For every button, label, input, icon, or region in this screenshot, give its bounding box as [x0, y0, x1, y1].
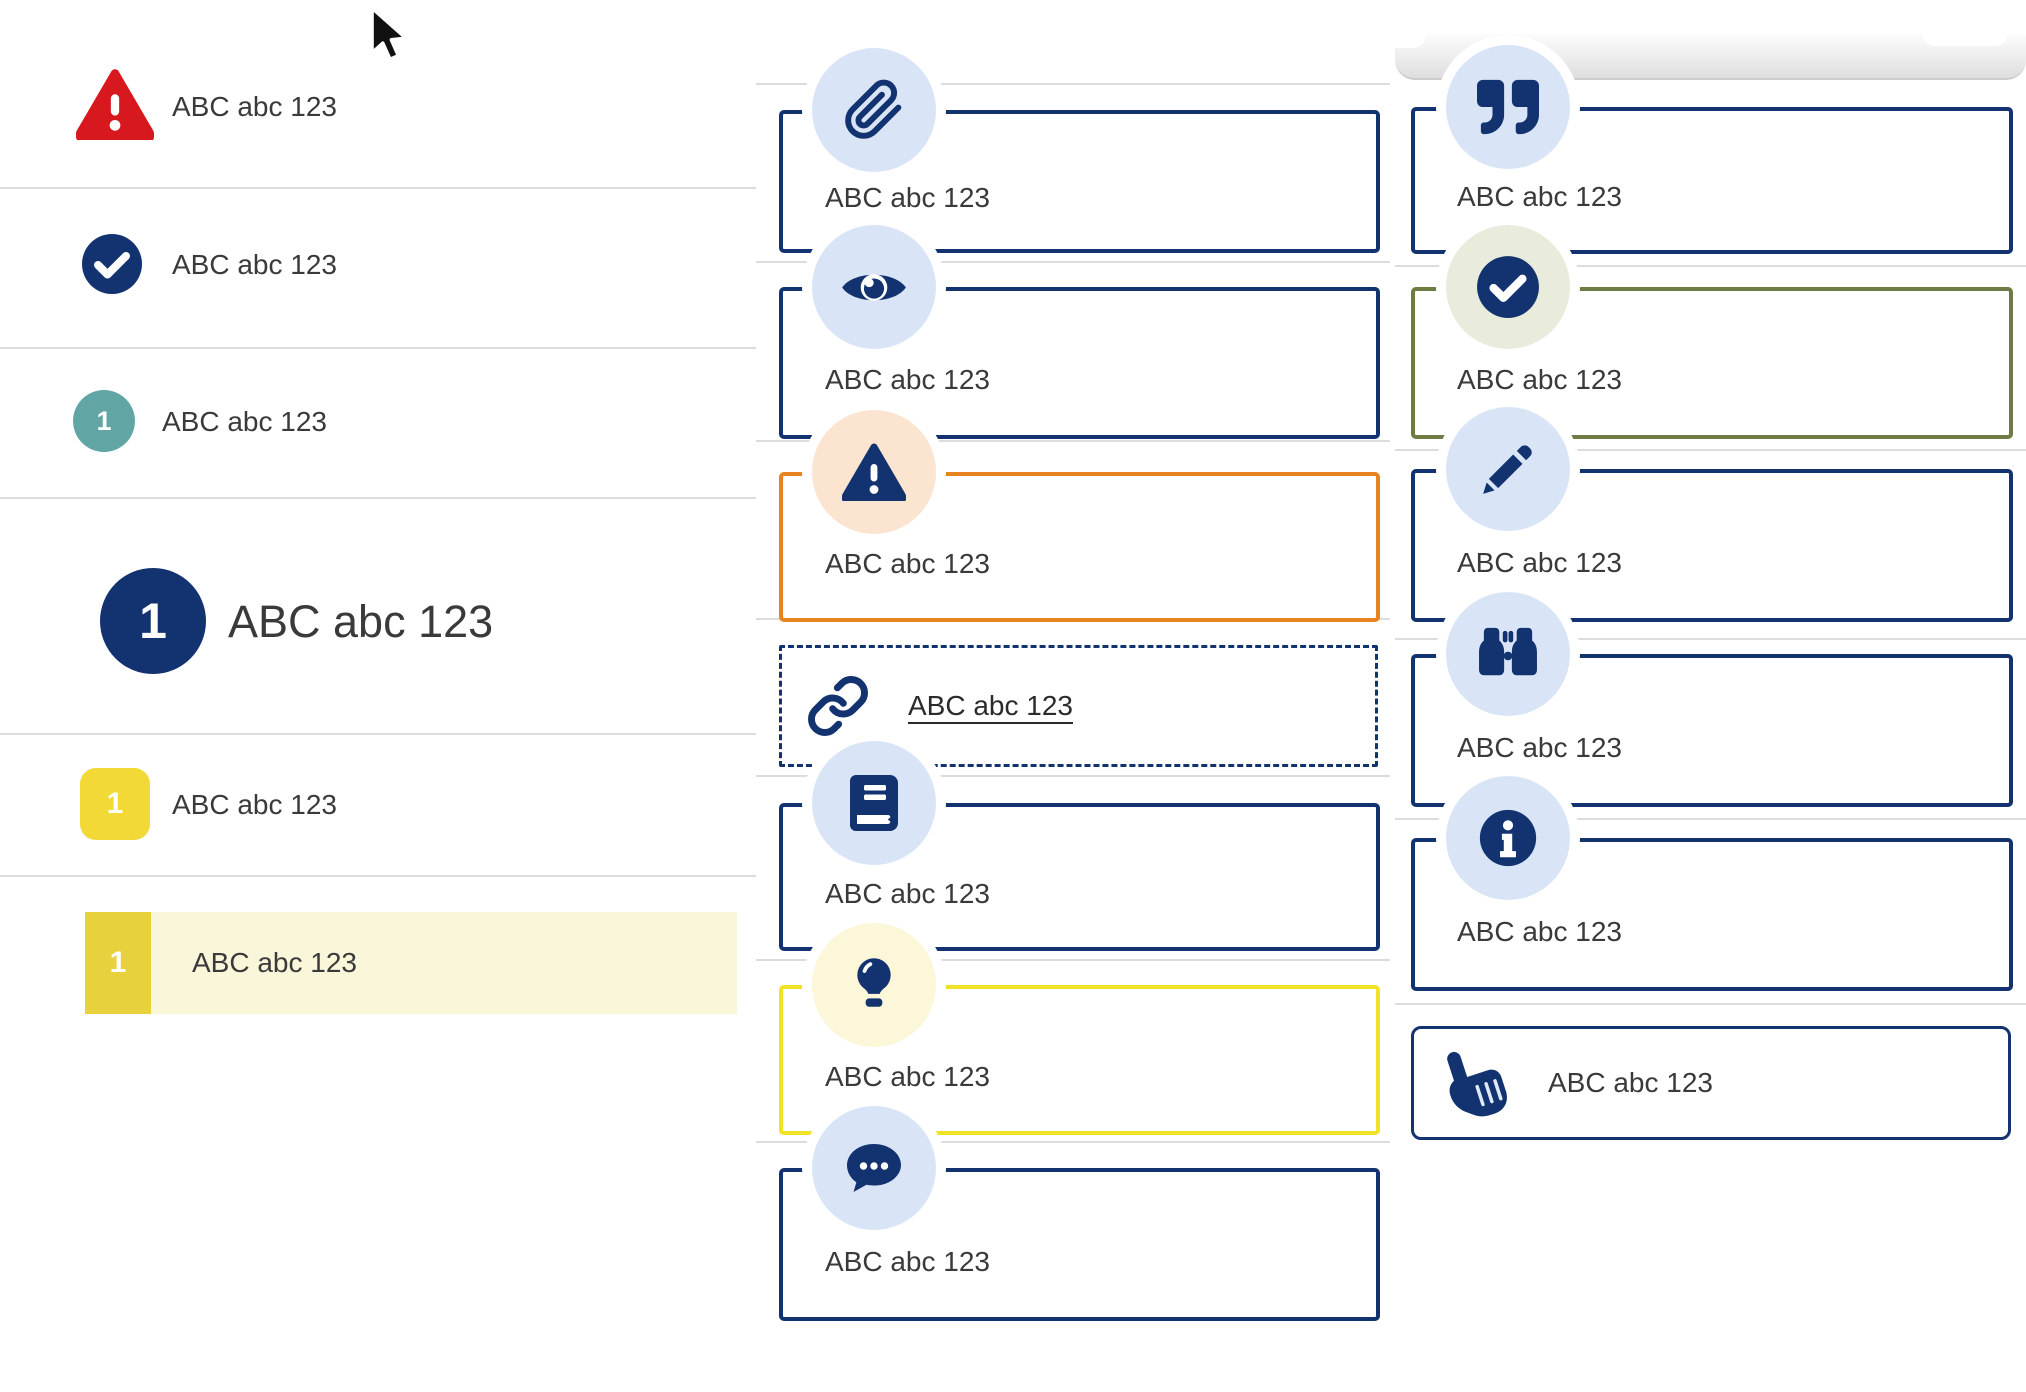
quote-icon [1446, 45, 1570, 169]
hand-pointer-icon [1446, 1044, 1512, 1122]
info-icon [1446, 776, 1570, 900]
list-item-label: ABC abc 123 [172, 91, 337, 122]
callout-label: ABC abc 123 [825, 1061, 990, 1093]
callout-label: ABC abc 123 [825, 181, 990, 213]
check-circle-icon [80, 232, 144, 296]
callout-label: ABC abc 123 [825, 877, 990, 909]
callout-label: ABC abc 123 [1457, 546, 1622, 578]
column-separator [756, 775, 1390, 777]
warning-icon [812, 410, 936, 534]
chat-icon [812, 1106, 936, 1230]
binoculars-icon [1446, 592, 1570, 716]
callout-link-text[interactable]: ABC abc 123 [908, 690, 1073, 721]
link-icon [806, 674, 870, 738]
left-separator [0, 347, 756, 349]
left-separator [0, 875, 756, 877]
pencil-icon [1446, 407, 1570, 531]
list-item-label: ABC abc 123 [172, 789, 337, 820]
callout-label: ABC abc 123 [825, 548, 990, 580]
callout-label: ABC abc 123 [1457, 181, 1622, 213]
number-badge-large: 1 [100, 568, 206, 674]
eye-icon [812, 225, 936, 349]
number-badge: 1 [73, 390, 135, 452]
column-separator [1395, 265, 2026, 267]
left-separator [0, 187, 756, 189]
number-badge-yellow: 1 [85, 912, 151, 1014]
column-separator [756, 959, 1390, 961]
column-separator [1395, 818, 2026, 820]
callout-label: ABC abc 123 [825, 364, 990, 396]
column-separator [1395, 449, 2026, 451]
callout-label: ABC abc 123 [1548, 1067, 1713, 1098]
callout-label: ABC abc 123 [1457, 731, 1622, 763]
lightbulb-icon [812, 923, 936, 1047]
book-icon [812, 741, 936, 865]
column-separator [1395, 1003, 2026, 1005]
card-notch [1378, 22, 1426, 48]
column-separator [1395, 638, 2026, 640]
column-separator [756, 1141, 1390, 1143]
column-separator [756, 440, 1390, 442]
card-notch [1922, 20, 2008, 46]
column-separator [756, 261, 1390, 263]
list-item-label: ABC abc 123 [192, 947, 357, 978]
callout-label: ABC abc 123 [1457, 364, 1622, 396]
left-separator [0, 733, 756, 735]
callout-action[interactable]: ABC abc 123 [1411, 1026, 2011, 1140]
callout-label: ABC abc 123 [1457, 915, 1622, 947]
list-item-label-large: ABC abc 123 [228, 596, 494, 647]
column-separator [756, 83, 1390, 85]
check-circle-icon [1446, 225, 1570, 349]
list-item-label: ABC abc 123 [172, 249, 337, 280]
left-separator [0, 497, 756, 499]
mouse-cursor-icon [368, 6, 414, 71]
alert-triangle-icon [76, 68, 154, 140]
list-item-label: ABC abc 123 [162, 406, 327, 437]
number-badge-yellow: 1 [80, 768, 150, 840]
callout-label: ABC abc 123 [825, 1245, 990, 1277]
highlighted-row[interactable] [85, 912, 737, 1014]
paperclip-icon [812, 48, 936, 172]
